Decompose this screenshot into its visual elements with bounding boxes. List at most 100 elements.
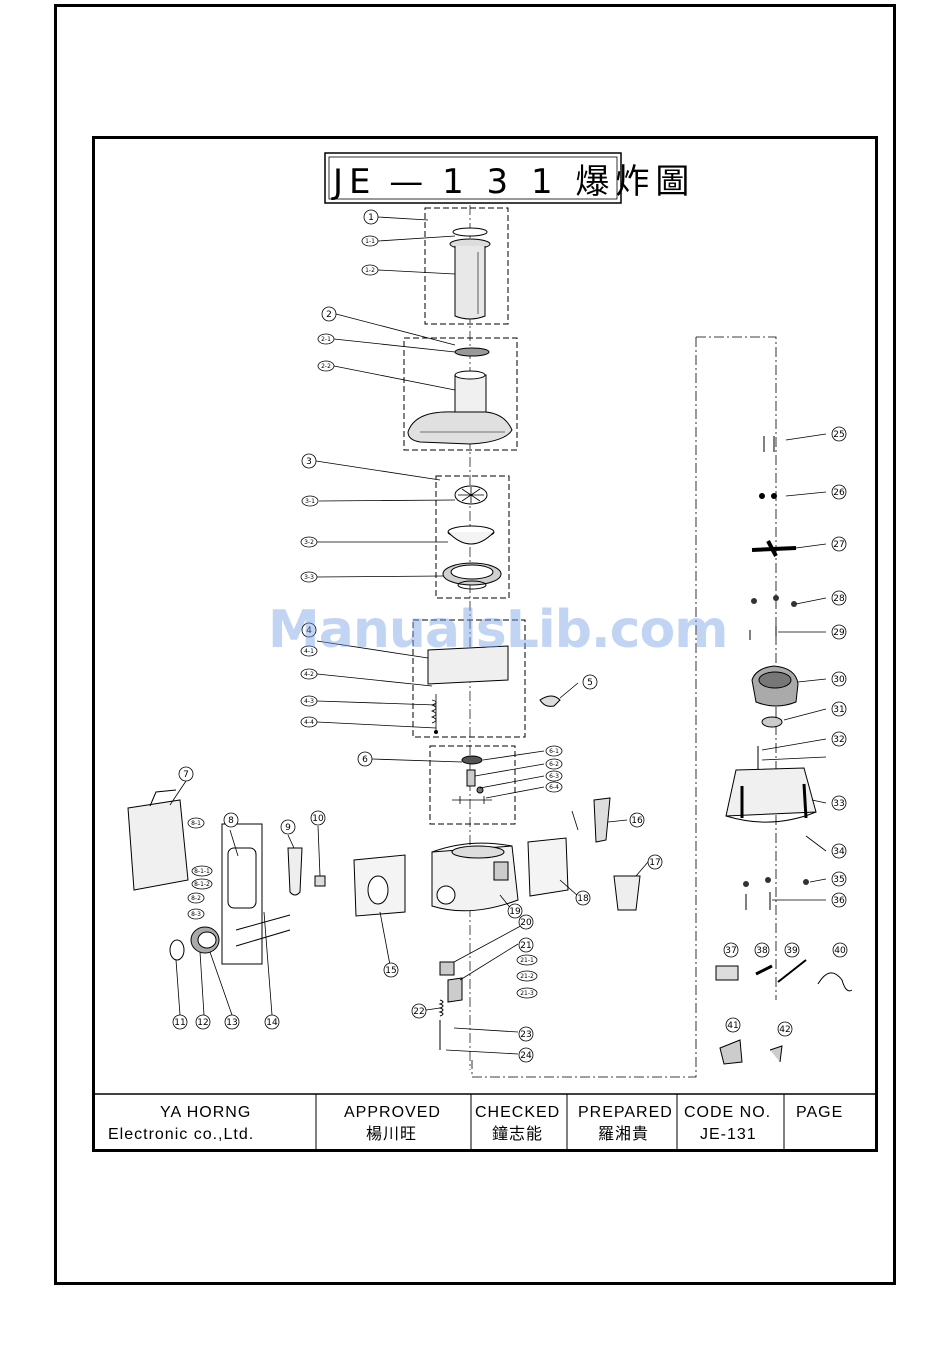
- callout-38: 38: [754, 942, 770, 958]
- callout-6-3: 6-3: [545, 770, 563, 782]
- callout-label-8-2: 8-2: [191, 895, 201, 902]
- callout-label-19: 19: [509, 907, 521, 917]
- part-39-shape: [777, 959, 807, 983]
- callout-label-21-3: 21-3: [520, 990, 534, 997]
- callout-label-1-2: 1-2: [365, 267, 375, 274]
- callout-label-6: 6: [362, 755, 368, 765]
- part-18-shape: [527, 837, 569, 897]
- callout-label-42: 42: [779, 1025, 790, 1035]
- callout-label-40: 40: [834, 946, 846, 956]
- callout-label-38: 38: [756, 946, 768, 956]
- callout-12: 12: [195, 1014, 211, 1030]
- callout-28: 28: [831, 590, 847, 606]
- part-16-shape: [593, 797, 611, 843]
- callout-33: 33: [831, 795, 847, 811]
- callout-label-27: 27: [833, 540, 844, 550]
- callout-label-32: 32: [833, 735, 844, 745]
- callout-3-3: 3-3: [300, 571, 318, 583]
- callout-14: 14: [264, 1014, 280, 1030]
- prepared-label: PREPARED: [578, 1104, 673, 1121]
- callout-label-3-2: 3-2: [304, 539, 314, 546]
- callout-label-31: 31: [833, 705, 844, 715]
- callout-label-4-1: 4-1: [304, 648, 314, 655]
- callout-21: 21: [518, 937, 534, 953]
- callout-20: 20: [518, 914, 534, 930]
- callout-label-21: 21: [520, 941, 531, 951]
- callout-label-8-1-1: 8-1-1: [194, 868, 210, 875]
- callout-1-2: 1-2: [361, 264, 379, 276]
- callout-3-2: 3-2: [300, 536, 318, 548]
- callout-label-4-2: 4-2: [304, 671, 314, 678]
- part-group-6-coupling: [429, 745, 516, 825]
- callout-21-1: 21-1: [516, 954, 538, 966]
- callout-label-36: 36: [833, 896, 845, 906]
- callout-label-9: 9: [285, 823, 291, 833]
- callout-label-39: 39: [786, 946, 798, 956]
- callout-37: 37: [723, 942, 739, 958]
- callout-6: 6: [357, 751, 373, 767]
- callout-label-8-1-2: 8-1-2: [194, 881, 210, 888]
- watermark: ManualsLib.com: [268, 600, 728, 660]
- callout-8-1-2: 8-1-2: [191, 878, 213, 890]
- code-value: JE-131: [700, 1126, 757, 1143]
- callout-label-37: 37: [725, 946, 736, 956]
- callout-label-8: 8: [228, 816, 234, 826]
- callout-label-21-2: 21-2: [520, 973, 534, 980]
- callout-label-18: 18: [577, 894, 589, 904]
- callout-label-30: 30: [833, 675, 845, 685]
- callout-label-11: 11: [174, 1018, 185, 1028]
- callout-label-33: 33: [833, 799, 844, 809]
- callout-22: 22: [411, 1003, 427, 1019]
- callout-label-6-3: 6-3: [549, 773, 559, 780]
- callout-label-22: 22: [413, 1007, 424, 1017]
- part-5-shape: [539, 695, 561, 707]
- callout-32: 32: [831, 731, 847, 747]
- callout-42: 42: [777, 1021, 793, 1037]
- callout-2: 2: [321, 306, 337, 322]
- part-group-2-cover: [403, 337, 518, 451]
- callout-label-4-3: 4-3: [304, 698, 314, 705]
- callout-4-2: 4-2: [300, 668, 318, 680]
- part-41-shape: [719, 1039, 743, 1065]
- callout-label-2: 2: [326, 310, 332, 320]
- callout-label-15: 15: [385, 966, 396, 976]
- callout-1: 1: [363, 209, 379, 225]
- callout-24: 24: [518, 1047, 534, 1063]
- part-40-shape: [817, 972, 853, 992]
- callout-36: 36: [831, 892, 847, 908]
- outer-page-border: [54, 4, 896, 1285]
- callout-39: 39: [784, 942, 800, 958]
- diagram-title: JE — 1 3 1 爆炸圖: [331, 162, 695, 202]
- callout-29: 29: [831, 624, 847, 640]
- callout-label-4: 4: [306, 626, 312, 636]
- callout-label-17: 17: [649, 858, 660, 868]
- part-42-shape: [769, 1045, 783, 1063]
- part-group-1-pusher: [424, 207, 509, 325]
- callout-label-41: 41: [727, 1021, 738, 1031]
- callout-31: 31: [831, 701, 847, 717]
- title-box: JE — 1 3 1 爆炸圖: [324, 152, 695, 204]
- callout-10: 10: [310, 810, 326, 826]
- part-11-shape: [169, 939, 185, 961]
- callout-3-1: 3-1: [301, 495, 319, 507]
- callout-23: 23: [518, 1026, 534, 1042]
- callout-label-23: 23: [520, 1030, 531, 1040]
- callout-4-4: 4-4: [300, 716, 318, 728]
- part-38-shape: [755, 964, 773, 976]
- callout-41: 41: [725, 1017, 741, 1033]
- callout-4-3: 4-3: [300, 695, 318, 707]
- callout-21-2: 21-2: [516, 970, 538, 982]
- callout-label-8-3: 8-3: [191, 911, 201, 918]
- company-name-line1: YA HORNG: [160, 1104, 251, 1121]
- checked-name: 鐘志能: [492, 1125, 543, 1143]
- drawing-border: [92, 136, 878, 1152]
- callout-9: 9: [280, 819, 296, 835]
- callout-label-21-1: 21-1: [520, 957, 534, 964]
- callout-25: 25: [831, 426, 847, 442]
- callout-16: 16: [629, 812, 645, 828]
- callout-27: 27: [831, 536, 847, 552]
- callout-6-4: 6-4: [545, 781, 563, 793]
- callout-2-1: 2-1: [317, 333, 335, 345]
- callout-label-7: 7: [183, 770, 189, 780]
